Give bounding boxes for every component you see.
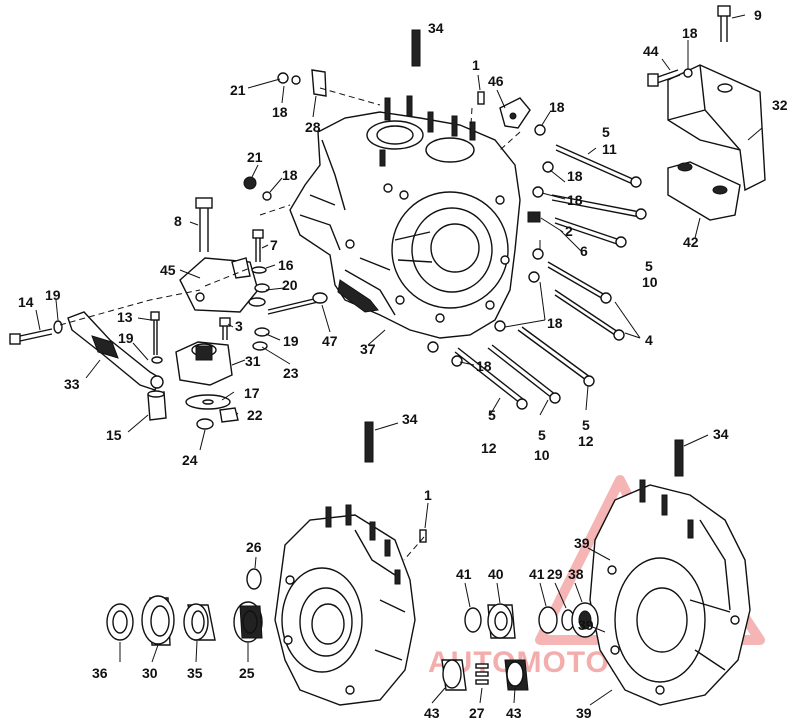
- callout-label: 2: [565, 223, 573, 239]
- callout-label: 18: [547, 315, 563, 331]
- callout-label: 18: [476, 358, 492, 374]
- callout-label: 8: [174, 213, 182, 229]
- callout-label: 5: [538, 427, 546, 443]
- callout-label: 27: [469, 705, 485, 721]
- fitting-21-28: [243, 69, 327, 201]
- callout-label: 25: [239, 665, 255, 681]
- callout-label: 39: [578, 617, 594, 633]
- mount-45: [179, 197, 259, 313]
- callout-label: 9: [754, 7, 762, 23]
- callout-label: 39: [574, 535, 590, 551]
- callout-label: 20: [282, 277, 298, 293]
- bracket-46: [477, 91, 531, 129]
- callout-label: 33: [64, 376, 80, 392]
- callout-label: 7: [270, 237, 278, 253]
- callout-label: 42: [683, 234, 699, 250]
- callout-label: 14: [18, 294, 34, 310]
- callout-label: 19: [45, 287, 61, 303]
- callout-label: 10: [534, 447, 550, 463]
- crankcase-right-half: [589, 479, 751, 706]
- callout-label: 13: [117, 309, 133, 325]
- assembly-lines: [59, 87, 521, 561]
- callout-label: 12: [481, 440, 497, 456]
- callout-label: 40: [488, 566, 504, 582]
- callout-label: 44: [643, 43, 659, 59]
- callout-label: 45: [160, 262, 176, 278]
- callout-label: 34: [428, 20, 444, 36]
- callout-label: 23: [283, 365, 299, 381]
- callout-label: 3: [235, 318, 243, 334]
- stud-34-mid: [364, 421, 374, 463]
- callout-label: 34: [713, 426, 729, 442]
- callout-label: 17: [244, 385, 260, 401]
- callout-label: 37: [360, 341, 376, 357]
- callout-label: 41: [529, 566, 545, 582]
- bolt-9: [717, 5, 731, 42]
- callout-label: 1: [424, 487, 432, 503]
- callout-label: 4: [645, 332, 653, 348]
- bearing-set-right: [441, 602, 599, 691]
- callout-label: 15: [106, 427, 122, 443]
- callout-label: 5: [582, 417, 590, 433]
- callout-label: 39: [576, 705, 592, 721]
- callout-label: 30: [142, 665, 158, 681]
- bracket-32: [667, 64, 766, 221]
- callout-label: 28: [305, 119, 321, 135]
- callout-label: 43: [424, 705, 440, 721]
- callout-label: 18: [567, 168, 583, 184]
- callout-label: 18: [549, 99, 565, 115]
- bolt-44: [647, 68, 693, 87]
- rubber-mount-31: [147, 341, 239, 430]
- callout-label: 47: [322, 333, 338, 349]
- callout-label: 24: [182, 452, 198, 468]
- bearing-set-left: [106, 568, 263, 646]
- callout-label: 11: [602, 141, 617, 157]
- callout-label: 21: [247, 149, 263, 165]
- callout-label: 18: [567, 192, 583, 208]
- stud-34-top: [411, 29, 421, 67]
- callout-label: 10: [642, 274, 658, 290]
- callout-label: 1: [472, 57, 480, 73]
- callout-label: 31: [245, 353, 261, 369]
- callout-label: 5: [602, 124, 610, 140]
- callout-label: 22: [247, 407, 263, 423]
- callout-label: 5: [645, 258, 653, 274]
- callout-label: 12: [578, 433, 594, 449]
- callout-label: 46: [488, 73, 504, 89]
- callout-label: 18: [282, 167, 298, 183]
- crankcase-upper: [289, 95, 521, 339]
- callout-label: 41: [456, 566, 472, 582]
- callout-label: 21: [230, 82, 246, 98]
- rod-47: [267, 292, 328, 315]
- callout-labels: 34 9 44 18 21 18 28 1 46 18 5 11 32 21 1…: [18, 7, 788, 721]
- callout-label: 36: [92, 665, 108, 681]
- callout-label: 16: [278, 257, 294, 273]
- callout-label: 5: [488, 407, 496, 423]
- callout-label: 19: [283, 333, 299, 349]
- stud-34-right: [674, 439, 684, 477]
- callout-label: 32: [772, 97, 788, 113]
- crankcase-left-half: [274, 504, 427, 706]
- callout-label: 18: [682, 25, 698, 41]
- callout-label: 19: [118, 330, 134, 346]
- link-33: [9, 311, 164, 391]
- callout-label: 35: [187, 665, 203, 681]
- callout-label: 26: [246, 539, 262, 555]
- callout-label: 6: [580, 243, 588, 259]
- callout-label: 18: [272, 104, 288, 120]
- callout-label: 43: [506, 705, 522, 721]
- leader-lines: [35, 14, 763, 706]
- through-bolts: [427, 124, 647, 410]
- callout-label: 34: [402, 411, 418, 427]
- callout-label: 29: [547, 566, 563, 582]
- callout-label: 38: [568, 566, 584, 582]
